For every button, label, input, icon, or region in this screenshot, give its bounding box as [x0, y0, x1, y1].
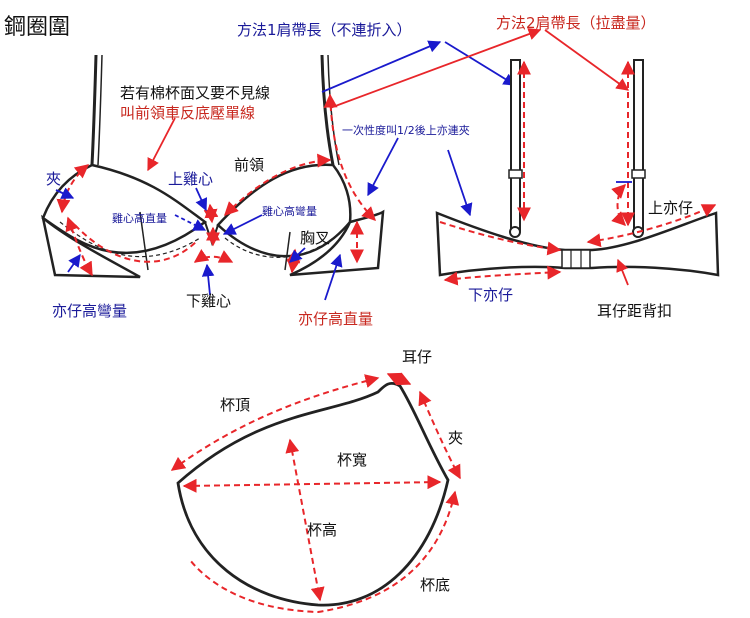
label-strap-method2: 方法2肩帶長（拉盡量） [496, 14, 656, 32]
lower-wing-measure [443, 265, 562, 286]
label-note-line1: 若有棉杯面又要不見線 [120, 84, 270, 102]
armhole-measure [56, 164, 90, 214]
cup-bottom-measure [189, 490, 460, 614]
back-left-ring [509, 226, 521, 238]
bra-back-view [435, 59, 720, 277]
cup-measurements [170, 372, 461, 614]
upper-wing-left-measure [439, 221, 562, 256]
cup-top-measure [170, 374, 380, 471]
center-height-pointer [174, 214, 207, 231]
cup-strap-tab-measure [386, 372, 412, 386]
wing-curve-pointer [67, 253, 81, 273]
strap-method2-pointer-b [544, 29, 630, 91]
label-center-height-right: 雞心高彎量 [262, 204, 317, 218]
label-cup-width: 杯寬 [337, 451, 367, 469]
label-armhole: 夾 [46, 170, 61, 188]
label-strap-method1: 方法1肩帶長（不連折入） [237, 21, 412, 39]
back-left-strap [510, 59, 521, 231]
left-wing-curve-measure [65, 216, 93, 277]
label-lower-wing: 下亦仔 [468, 286, 513, 304]
label-cup-bottom: 杯底 [420, 576, 450, 594]
strap-method1-pointer-a [321, 40, 442, 93]
label-cup-armhole: 夾 [448, 429, 463, 447]
left-strap-inner [97, 54, 103, 166]
right-cup-seam [224, 227, 346, 258]
cup-height-measure [285, 438, 325, 602]
left-strap [90, 54, 98, 166]
note-pointer [147, 117, 176, 172]
label-wing-curve: 亦仔高彎量 [52, 302, 127, 320]
strap-to-hook-pointer [616, 258, 629, 286]
label-note-line2: 叫前領車反底壓單線 [120, 104, 255, 122]
diagram-title: 鋼圈圍 [4, 15, 70, 40]
cup-armhole-measure [418, 390, 461, 480]
label-center-height: 雞心高直量 [112, 211, 167, 225]
cup-diagram [176, 382, 450, 607]
label-center-bottom: 下雞心 [186, 292, 231, 310]
one-piece-pointer [367, 137, 399, 197]
label-cup-height: 杯高 [307, 521, 337, 539]
back-pointers [447, 149, 632, 286]
left-cup-split [139, 211, 149, 271]
label-upper-wing: 上亦仔 [648, 199, 693, 217]
center-top-pointer [195, 187, 208, 212]
center-top-measure [203, 203, 219, 224]
center-height-right-pointer [222, 214, 263, 235]
back-right-strap [633, 59, 644, 231]
label-gore-side: 胸叉 [300, 229, 330, 247]
front-pointers [55, 40, 517, 301]
cup-outline [176, 382, 450, 607]
back-hook [561, 249, 591, 269]
armhole-pointer [55, 187, 75, 199]
label-cup-strap-tab: 耳仔 [402, 348, 432, 366]
neckline-measure [224, 153, 332, 216]
back-measurements [439, 60, 717, 286]
label-wing-straight: 亦仔高直量 [298, 310, 373, 328]
one-piece-back-pointer [447, 149, 473, 217]
strap-method2-pointer-a [329, 28, 542, 109]
wing-straight-pointer [324, 253, 343, 301]
label-cup-top: 杯頂 [220, 396, 250, 414]
center-bottom-pointer [201, 263, 215, 296]
back-left-slider [508, 169, 523, 179]
label-one-piece-note: 一次性度叫1/2後上亦連夾 [342, 123, 470, 137]
label-strap-to-hook: 耳仔距背扣 [597, 302, 672, 320]
center-bottom-measure [193, 249, 234, 263]
right-ring-drop-measure [611, 184, 626, 226]
right-strap-measure [323, 93, 376, 221]
back-right-slider [631, 169, 646, 179]
strap-method1-pointer-b [444, 41, 517, 86]
gore-side-pointer [289, 247, 306, 263]
label-neckline: 前領 [234, 156, 264, 174]
label-center-top: 上雞心 [168, 170, 213, 188]
front-red-pointers [147, 28, 630, 172]
upper-wing-measure [586, 204, 717, 248]
center-gore [204, 221, 219, 247]
left-cup-underwire-measure [74, 224, 199, 263]
cup-width-measure [182, 475, 442, 493]
